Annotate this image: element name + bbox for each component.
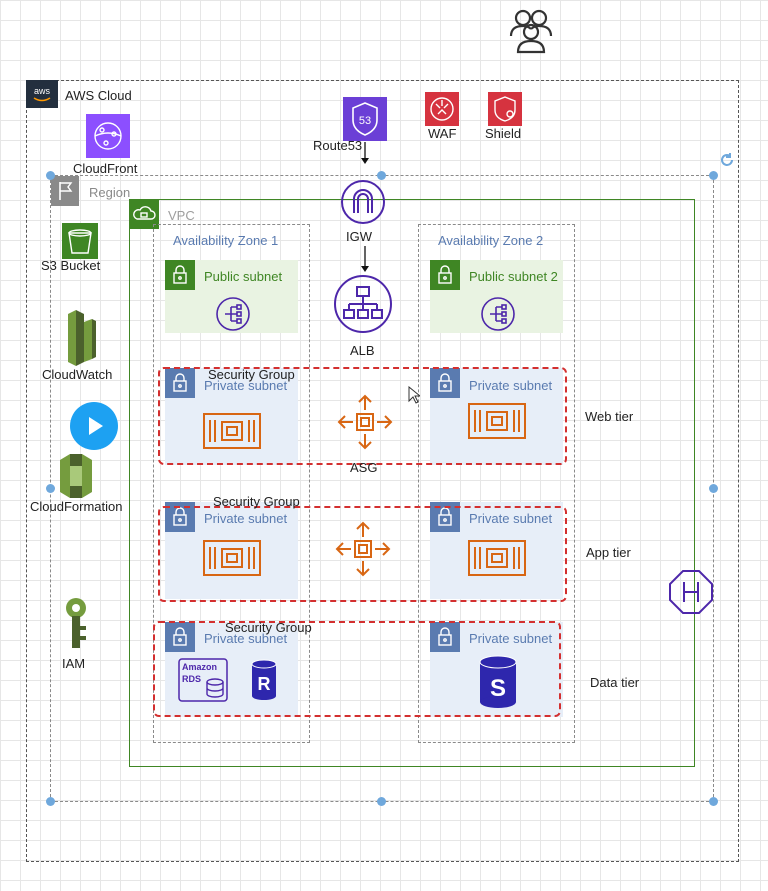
resize-handle[interactable]	[377, 171, 386, 180]
private-subnet-label: Private subnet	[469, 631, 553, 646]
app-tier-label: App tier	[586, 545, 631, 560]
cloudwatch-icon	[60, 308, 100, 373]
load-balancer-icon	[333, 274, 393, 337]
resize-handle[interactable]	[46, 484, 55, 493]
mouse-cursor-icon	[408, 385, 422, 407]
route53-icon: 53	[343, 97, 387, 141]
subnet-lock-icon	[165, 622, 195, 652]
aws-logo-icon: aws	[26, 80, 58, 108]
svg-text:S: S	[490, 675, 506, 702]
cloudformation-icon	[56, 450, 96, 505]
web-tier-label: Web tier	[585, 409, 634, 424]
svg-text:aws: aws	[34, 86, 51, 96]
cloudformation-label: CloudFormation	[30, 499, 123, 514]
subnet-lock-icon	[430, 622, 460, 652]
aws-cloud-label: AWS Cloud	[65, 88, 132, 103]
iam-label: IAM	[62, 656, 86, 671]
shield-icon	[488, 92, 522, 126]
resize-handle[interactable]	[46, 797, 55, 806]
ec2-instance-icon	[202, 410, 262, 455]
security-group-app	[158, 506, 567, 602]
rds-read-replica-icon: R	[250, 658, 278, 705]
resize-handle[interactable]	[709, 171, 718, 180]
private-subnet-label: Private subnet	[204, 631, 288, 646]
resize-handle[interactable]	[709, 484, 718, 493]
waf-icon	[425, 92, 459, 126]
public-subnet-1-label: Public subnet	[204, 269, 283, 284]
s3-bucket-label: S3 Bucket	[41, 258, 101, 273]
subnet-lock-icon	[430, 260, 460, 290]
database-cylinder-icon: S	[478, 654, 518, 713]
security-group-data	[153, 621, 561, 717]
region-flag-icon	[51, 176, 79, 206]
security-group-app-label: Security Group	[213, 494, 300, 509]
replica-letter: R	[258, 674, 271, 694]
private-subnet-label: Private subnet	[469, 511, 553, 526]
ec2-instance-icon	[467, 537, 527, 582]
users-icon	[507, 6, 555, 57]
route53-badge: 53	[359, 115, 371, 127]
ec2-instance-icon	[467, 400, 527, 445]
subnet-lock-icon	[165, 260, 195, 290]
resize-handle[interactable]	[709, 797, 718, 806]
vpc-label: VPC	[168, 208, 195, 223]
resize-handle[interactable]	[377, 797, 386, 806]
internet-gateway-icon	[340, 179, 386, 228]
rds-text-line1: Amazon	[182, 662, 217, 672]
route53-label: Route53	[313, 138, 363, 153]
asg-label: ASG	[350, 460, 378, 475]
availability-zone-2	[418, 224, 575, 743]
public-subnet-2-label: Public subnet 2	[469, 269, 558, 284]
s3-bucket-icon	[62, 223, 98, 259]
aws-cloud-boundary	[26, 80, 739, 862]
subnet-lock-icon	[165, 368, 195, 398]
private-subnet-label: Private subnet	[469, 378, 553, 393]
auto-scaling-icon	[334, 520, 392, 581]
iam-icon	[60, 596, 92, 655]
waf-label: WAF	[428, 126, 457, 141]
az2-title: Availability Zone 2	[438, 233, 544, 248]
vpc-boundary	[129, 199, 695, 767]
cloudfront-icon	[86, 114, 130, 158]
igw-label: IGW	[346, 229, 372, 244]
subnet-lock-icon	[430, 368, 460, 398]
private-subnet-label: Private subnet	[204, 511, 288, 526]
az1-title: Availability Zone 1	[173, 233, 279, 248]
resize-handle[interactable]	[46, 171, 55, 180]
shield-label: Shield	[485, 126, 522, 141]
amazon-rds-icon: Amazon RDS	[178, 658, 228, 705]
connector-arrows	[361, 142, 369, 272]
cloudwatch-label: CloudWatch	[42, 367, 113, 382]
rds-text-line2: RDS	[182, 674, 201, 684]
security-group-web	[158, 367, 567, 465]
nat-gateway-icon	[480, 296, 516, 335]
security-group-data-label: Security Group	[225, 620, 312, 635]
cloudfront-label: CloudFront	[73, 161, 138, 176]
auto-scaling-icon	[336, 393, 394, 454]
security-group-web-label: Security Group	[208, 367, 295, 382]
private-subnet-label: Private subnet	[204, 378, 288, 393]
ec2-instance-icon	[202, 537, 262, 582]
availability-zone-1	[153, 224, 310, 743]
alb-label: ALB	[350, 343, 375, 358]
data-tier-label: Data tier	[590, 675, 640, 690]
region-label: Region	[89, 185, 131, 200]
nat-gateway-icon	[215, 296, 251, 335]
play-button-icon[interactable]	[70, 402, 118, 450]
gateway-endpoint-icon	[667, 568, 715, 619]
rotate-handle-icon[interactable]	[719, 152, 735, 171]
